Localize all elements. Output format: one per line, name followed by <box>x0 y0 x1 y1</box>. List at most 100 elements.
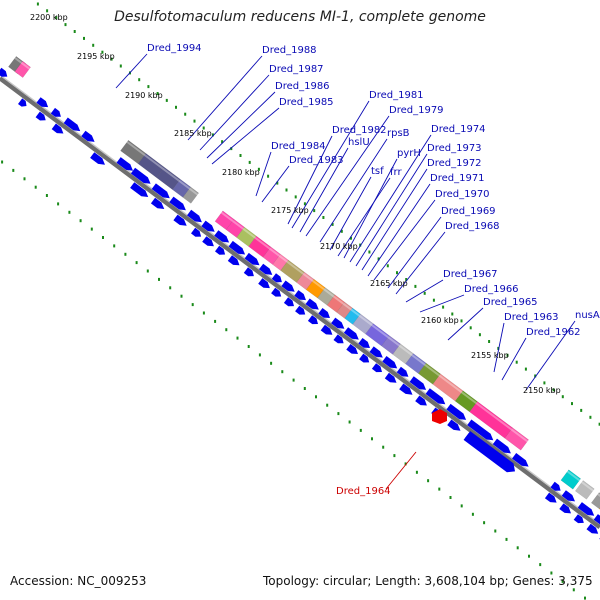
tick-dot-inner <box>124 252 127 256</box>
tick-dot-inner <box>326 403 329 407</box>
forward-gene-arrow <box>573 514 584 524</box>
forward-gene-arrow <box>396 366 409 377</box>
forward-gene-arrow <box>593 514 600 525</box>
tick-dot-inner <box>528 554 530 558</box>
tick-dot-inner <box>561 579 564 583</box>
leader-line <box>206 91 276 159</box>
leader-line <box>291 100 370 229</box>
tick-dot-outer <box>285 188 288 192</box>
tick-dot-outer <box>83 36 85 40</box>
gene-label: tsf <box>371 166 384 177</box>
tick-dot-inner <box>236 336 239 340</box>
gene-segment <box>182 186 200 204</box>
tick-dot-inner <box>393 454 396 458</box>
tick-dot-inner <box>337 412 340 416</box>
leader-line <box>355 153 428 267</box>
gene-arrows <box>0 67 600 540</box>
leader-line <box>255 151 272 197</box>
gene-label: Dred_1984 <box>271 141 326 152</box>
tick-dot-outer <box>202 126 205 130</box>
tick-dot-outer <box>119 64 122 68</box>
leader-line <box>211 107 280 165</box>
leader-line <box>387 216 442 289</box>
gene-label: Dred_1973 <box>427 143 482 154</box>
gene-label: Dred_1971 <box>430 173 485 184</box>
tick-dot-inner <box>1 160 4 164</box>
leader-line <box>419 294 465 313</box>
leader-line <box>385 451 417 490</box>
tick-dot-outer <box>396 271 398 275</box>
gene-segment <box>574 480 595 500</box>
tick-dot-inner <box>371 437 373 441</box>
leader-line <box>329 176 372 251</box>
tick-dot-inner <box>415 470 418 474</box>
tick-dot-inner <box>113 244 116 248</box>
tick-dot-outer <box>469 326 472 330</box>
tick-dot-inner <box>348 420 351 424</box>
leader-line <box>447 307 484 341</box>
tick-dot-outer <box>423 291 426 295</box>
gene-label: Dred_1972 <box>427 158 482 169</box>
tick-dot-outer <box>193 119 196 123</box>
forward-gene-arrow <box>271 287 282 297</box>
forward-gene-arrow <box>18 98 27 107</box>
tick-dot-outer <box>451 312 454 316</box>
gene-label: Dred_1983 <box>289 155 344 166</box>
forward-gene-arrow <box>467 419 494 441</box>
leader-line <box>501 337 527 381</box>
forward-gene-arrow <box>586 523 599 534</box>
tick-dot-outer <box>294 195 297 199</box>
gene-label: rpsB <box>387 128 410 139</box>
forward-gene-arrow <box>446 403 467 420</box>
forward-gene-arrow <box>463 431 515 473</box>
tick-dot-outer <box>571 402 573 406</box>
tick-dot-outer <box>460 319 463 323</box>
forward-gene-arrow <box>561 490 575 502</box>
tick-dot-outer <box>165 98 168 102</box>
leader-line <box>405 279 444 303</box>
tick-dot-outer <box>101 50 104 54</box>
gene-label: Dred_1985 <box>279 97 334 108</box>
forward-gene-arrow <box>447 419 461 431</box>
tick-dot-outer <box>524 367 527 371</box>
scale-tick-label: 2160 kbp <box>421 316 459 325</box>
forward-gene-arrow <box>63 117 81 132</box>
scale-tick-label: 2175 kbp <box>271 206 309 215</box>
tick-dot-inner <box>135 261 138 265</box>
gene-label: Dred_1986 <box>275 81 330 92</box>
tick-dot-outer <box>442 305 445 309</box>
gene-label: Dred_1974 <box>431 124 486 135</box>
reverse-gene-arrow <box>432 409 447 424</box>
leader-line <box>373 199 436 281</box>
forward-gene-arrow <box>559 503 571 514</box>
gene-label: Dred_1987 <box>269 64 324 75</box>
forward-gene-arrow <box>281 280 295 292</box>
forward-gene-arrow <box>191 227 202 237</box>
tick-dot-outer <box>598 422 600 426</box>
forward-gene-arrow <box>425 388 446 405</box>
forward-gene-arrow <box>295 305 306 315</box>
tick-dot-inner <box>191 303 194 307</box>
tick-dot-inner <box>281 370 284 374</box>
tick-dot-inner <box>572 588 575 592</box>
tick-dot-inner <box>258 353 261 357</box>
tick-dot-inner <box>449 496 452 499</box>
leader-line <box>261 165 290 203</box>
tick-dot-outer <box>534 374 537 378</box>
tick-dot-outer <box>561 395 564 399</box>
tick-dot-outer <box>221 140 224 144</box>
forward-gene-arrow <box>294 290 306 301</box>
forward-gene-arrow <box>359 353 370 363</box>
gene-label: pyrH <box>397 148 421 159</box>
forward-gene-arrow <box>333 334 344 344</box>
forward-gene-arrow <box>550 481 561 491</box>
forward-gene-arrow <box>318 308 330 318</box>
gene-label: Dred_1969 <box>441 206 496 217</box>
tick-dot-inner <box>539 563 542 567</box>
tick-dot-outer <box>488 340 491 343</box>
tick-dot-outer <box>340 229 343 233</box>
tick-dot-outer <box>303 202 306 206</box>
gene-label: Dred_1981 <box>369 90 424 101</box>
tick-dot-inner <box>460 504 463 508</box>
forward-gene-arrow <box>544 492 557 503</box>
